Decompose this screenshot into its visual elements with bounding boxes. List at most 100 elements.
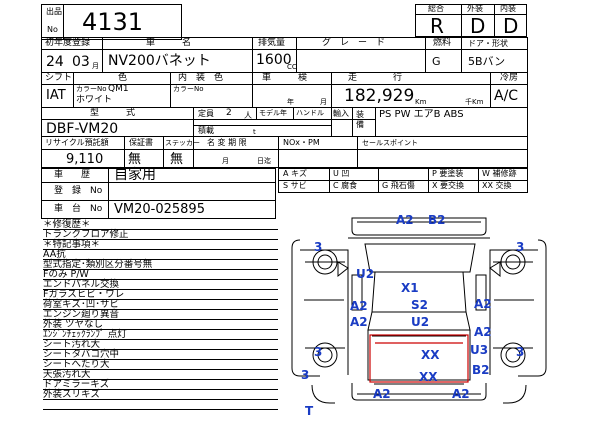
car-name: NV200バネット bbox=[108, 53, 211, 69]
load-unit: t bbox=[253, 128, 256, 136]
fuel-label: 燃料 bbox=[433, 38, 452, 48]
name-change-day-unit: 日迄 bbox=[257, 157, 271, 165]
door-label: ドア・形状 bbox=[468, 39, 508, 48]
note-line: エンドパネル交換 bbox=[43, 279, 120, 290]
nox-label: NOx・PM bbox=[283, 138, 320, 147]
mark-right-a2-mid: A2 bbox=[474, 297, 492, 311]
mark-right-u3: U3 bbox=[470, 343, 489, 357]
sticker-label: ステッカー bbox=[165, 139, 200, 147]
equipment: PS PW エアB ABS bbox=[379, 109, 464, 120]
selling-points-label: セールスポイント bbox=[362, 139, 418, 147]
registration-label: 登 録 No bbox=[54, 186, 103, 196]
color: ホワイト bbox=[76, 95, 113, 105]
note-line: ＊特記事項＊ bbox=[43, 239, 101, 250]
note-line: Fガラスヒビ・ワレ bbox=[43, 289, 125, 300]
mark-right-b2: B2 bbox=[472, 363, 490, 377]
mileage: 182,929 bbox=[344, 86, 415, 106]
mark-left-a2-low: A2 bbox=[350, 315, 368, 329]
legend-g: G 飛石傷 bbox=[382, 181, 415, 190]
history-box bbox=[41, 168, 276, 219]
mark-right-front-3: 3 bbox=[516, 240, 525, 254]
info-grid bbox=[41, 37, 528, 168]
import-label: 輸入 bbox=[333, 109, 349, 118]
mileage-sub-unit: 千Km bbox=[465, 98, 484, 106]
inspection-month-unit: 月 bbox=[320, 98, 327, 106]
note-line: 荷室キズ･凹･サビ bbox=[43, 299, 120, 310]
interior-color-no-label: カラーNo bbox=[173, 85, 204, 93]
mark-left-rear-3: 3 bbox=[314, 345, 323, 359]
legend-xx: XX 交換 bbox=[482, 181, 512, 190]
model-year-label: モデル年 bbox=[259, 109, 287, 117]
ac-label: 冷房 bbox=[500, 73, 519, 83]
note-line: AA抗 bbox=[43, 249, 66, 260]
recycle: 9,110 bbox=[66, 152, 104, 167]
lot-box bbox=[41, 4, 182, 40]
displacement-label: 排気量 bbox=[258, 38, 286, 48]
first-reg-month: 03 bbox=[72, 54, 90, 70]
mark-right-a2-low: A2 bbox=[474, 325, 492, 339]
mark-center-x1: X1 bbox=[401, 281, 419, 295]
note-line: シートへたり大 bbox=[43, 359, 110, 370]
legend-w: W 補修跡 bbox=[482, 169, 517, 178]
shift-label: シフト bbox=[45, 73, 73, 83]
mark-left-front-3: 3 bbox=[314, 240, 323, 254]
warranty-label: 保証書 bbox=[129, 138, 153, 147]
note-line: Fのみ P/W bbox=[43, 269, 89, 280]
inspection-year-unit: 年 bbox=[287, 98, 294, 106]
first-reg-month-unit: 月 bbox=[92, 62, 99, 70]
color-no-label: カラーNo bbox=[76, 85, 107, 93]
mark-rear-a2-right: A2 bbox=[452, 387, 470, 401]
note-line: シート汚れ大 bbox=[43, 339, 101, 350]
capacity-label: 定員 bbox=[198, 109, 214, 118]
vin-label: 車 台 No bbox=[54, 204, 103, 214]
history-value: 自家用 bbox=[114, 167, 156, 183]
displacement-unit: CC bbox=[287, 63, 297, 71]
mark-bottom-left-3: 3 bbox=[301, 368, 310, 382]
capacity-unit: 人 bbox=[244, 111, 252, 120]
name-change-label: 名 変 期 限 bbox=[207, 138, 247, 147]
legend-s: S サビ bbox=[283, 181, 307, 190]
name-change-month-unit: 月 bbox=[222, 157, 229, 165]
color-no: QM1 bbox=[108, 84, 129, 94]
grade-label: グ レ ー ド bbox=[322, 38, 386, 48]
inspection-label: 車 検 bbox=[262, 73, 308, 83]
color-label: 色 bbox=[118, 73, 128, 83]
history-label: 車 歴 bbox=[54, 170, 91, 180]
mark-front-b2: B2 bbox=[428, 213, 446, 227]
note-line: トランクフロア修正 bbox=[43, 229, 129, 240]
recycle-label: リサイクル預託額 bbox=[45, 138, 109, 147]
load-label: 積載 bbox=[198, 126, 214, 135]
mark-left-u2-top: U2 bbox=[356, 267, 375, 281]
handle-label: ハンドル bbox=[296, 109, 324, 117]
mark-front-a2-left: A2 bbox=[396, 213, 414, 227]
lot-label-top: 出品 bbox=[46, 7, 62, 16]
shift: IAT bbox=[46, 88, 66, 103]
sticker: 無 bbox=[170, 152, 184, 167]
displacement: 1600 bbox=[256, 52, 292, 68]
door-shape: 5Bバン bbox=[468, 55, 506, 68]
note-line: 外装 ツヤなし bbox=[43, 319, 104, 330]
note-line: ｴﾝｼﾞﾝﾁｪｯｸﾗﾝﾌﾟ 点灯 bbox=[43, 329, 127, 340]
note-line: エンジン廻り異音 bbox=[43, 309, 120, 320]
mileage-label: 走 行 bbox=[348, 73, 403, 83]
note-line: 天張汚れ大 bbox=[43, 369, 91, 380]
mark-right-rear-3: 3 bbox=[516, 345, 525, 359]
legend-p: P 要塗装 bbox=[432, 169, 464, 178]
first-reg-label: 初年度登録 bbox=[45, 38, 91, 48]
mileage-unit: Km bbox=[415, 98, 427, 106]
model: DBF-VM20 bbox=[46, 121, 119, 137]
warranty: 無 bbox=[128, 152, 142, 167]
score-interior: D bbox=[503, 14, 519, 38]
ac: A/C bbox=[494, 88, 519, 104]
legend-a: A キズ bbox=[283, 169, 308, 178]
capacity: 2 bbox=[226, 108, 232, 118]
note-line: ＊修復歴＊ bbox=[43, 219, 91, 230]
interior-color-label: 内 装 色 bbox=[178, 73, 224, 83]
legend-u: U 凹 bbox=[333, 169, 350, 178]
mark-left-a2-mid: A2 bbox=[350, 299, 368, 313]
equipment-label: 装 備 bbox=[356, 110, 372, 129]
mark-center-u2: U2 bbox=[411, 315, 430, 329]
mark-center-s2: S2 bbox=[411, 298, 428, 312]
vin: VM20-025895 bbox=[114, 202, 205, 217]
